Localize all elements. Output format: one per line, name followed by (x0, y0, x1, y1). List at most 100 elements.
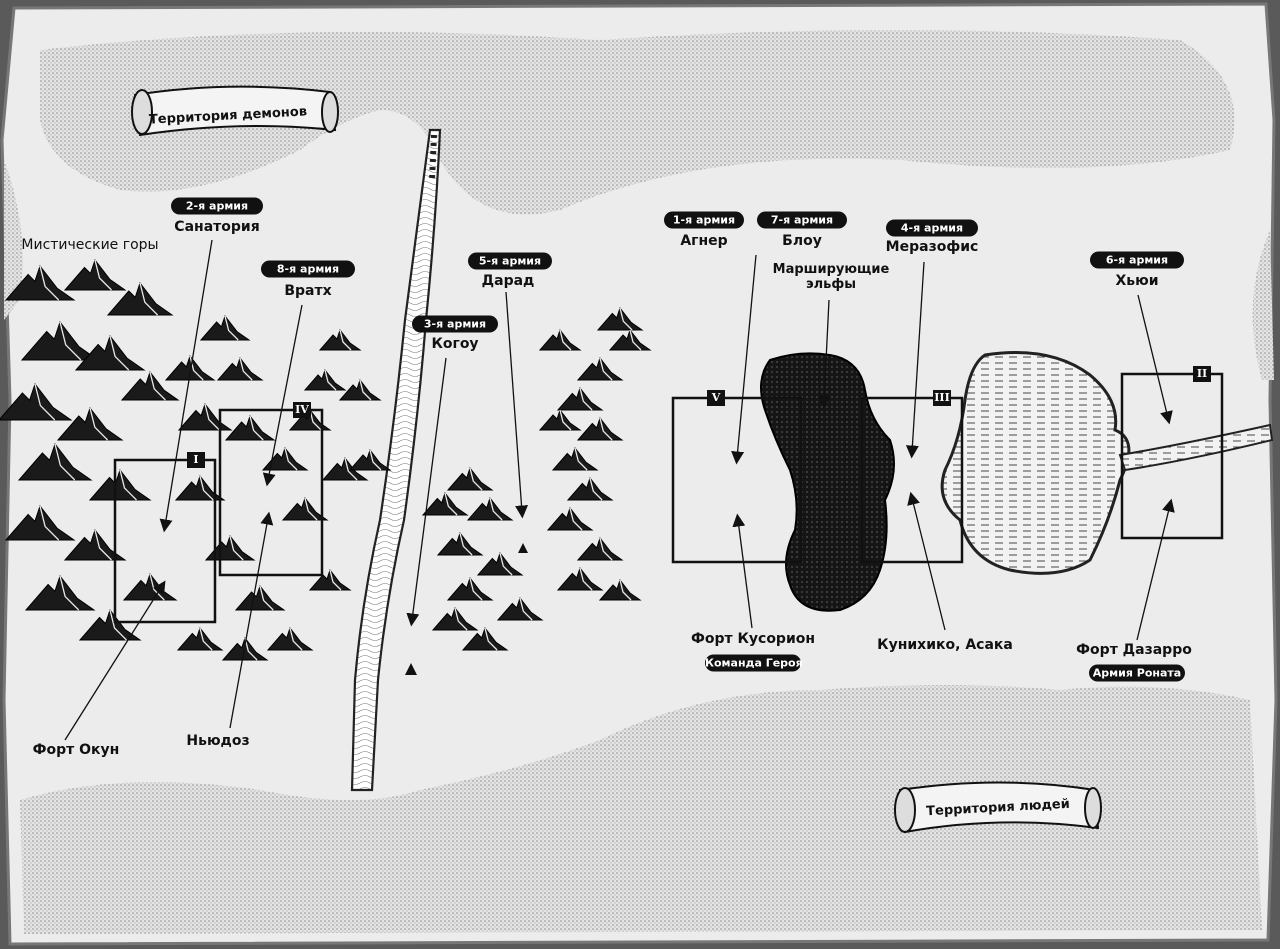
mountain-highlight (574, 447, 588, 471)
arrow-marching-elves (817, 299, 831, 409)
mountain-highlight (189, 355, 204, 381)
mountain-highlight (469, 467, 483, 491)
army-commander: Блоу (782, 232, 822, 249)
mountain-highlight (619, 579, 632, 601)
fort-dazarro-label: Форт Дазарро (1076, 641, 1192, 658)
mountain-highlight (589, 477, 603, 501)
mountain-highlight (39, 265, 60, 301)
battlefield-numeral-v: V (707, 390, 725, 406)
mountain-highlight (579, 567, 593, 591)
nyudoz-label: Ньюдоз (186, 732, 250, 749)
army-commander: Хьюи (1115, 272, 1159, 289)
mountain-highlight (569, 507, 583, 531)
scroll-banner-humans (894, 781, 1102, 834)
marching-elves-label: Марширующие эльфы (772, 262, 890, 292)
mountain-highlight (344, 457, 358, 481)
battlefield-numeral-i: I (187, 452, 205, 468)
mountain-highlight (359, 379, 372, 401)
mountain-highlight (59, 321, 82, 361)
mystic-mountains-label: Мистические горы (21, 236, 159, 253)
mountain-highlight (239, 357, 253, 381)
forest (760, 352, 895, 612)
troop-marker (518, 543, 528, 553)
mountain-highlight (599, 357, 613, 381)
army-badge: 8-я армия (261, 260, 355, 278)
battlefield-box-i (113, 458, 217, 624)
mountain-highlight (519, 597, 533, 621)
army-badge: 4-я армия (886, 219, 978, 237)
arrow-fort-dazarro (1136, 498, 1175, 641)
arrow-kogou (406, 357, 447, 627)
mountain-highlight (309, 409, 322, 431)
mountain-highlight (34, 383, 56, 421)
mountain-highlight (199, 475, 214, 501)
kunihiko-asaka-label: Кунихико, Асака (877, 636, 1013, 653)
mountain-highlight (59, 575, 80, 611)
mountain-highlight (559, 329, 572, 351)
army-commander: Меразофис (885, 238, 979, 255)
mountain-highlight (629, 329, 642, 351)
mountain-highlight (489, 497, 503, 521)
mountain-highlight (119, 469, 137, 501)
fort-okun-label: Форт Окун (32, 741, 120, 758)
battlefield-numeral-ii: II (1193, 366, 1211, 382)
mountain-highlight (579, 387, 593, 411)
mountain-highlight (559, 409, 572, 431)
human-territory-shade (20, 685, 1262, 934)
mountain-highlight (484, 627, 498, 651)
army-commander: Вратх (284, 282, 332, 299)
mountain-highlight (224, 315, 239, 341)
scroll-banner-demons (131, 85, 339, 137)
stream (1118, 423, 1274, 472)
mountain-highlight (109, 609, 127, 641)
army-arrows (64, 239, 1175, 741)
mountain-highlight (229, 535, 244, 561)
mountain-highlight (619, 307, 633, 331)
mountain-highlight (499, 552, 513, 576)
arrow-sanatoria (159, 239, 213, 533)
mountain-highlight (304, 497, 318, 521)
mountain-highlight (249, 415, 264, 441)
mountain-highlight (109, 335, 130, 371)
mountain-highlight (444, 492, 458, 516)
mountain-highlight (454, 607, 468, 631)
mountain-highlight (94, 529, 112, 561)
mountain-highlight (339, 329, 352, 351)
army-badge: 6-я армия (1090, 251, 1184, 269)
corner-shade-left (4, 160, 23, 320)
army-commander: Когоу (431, 335, 479, 352)
mountain-highlight (369, 449, 382, 471)
mountain-highlight (259, 585, 274, 611)
battlefield-box-iv (218, 408, 324, 577)
arrow-fort-okun (64, 580, 166, 741)
demon-territory-shade (40, 30, 1235, 215)
arrow-khyui (1137, 294, 1173, 425)
mountain-highlight (89, 407, 109, 441)
mountain-highlight (149, 371, 166, 401)
fort-kusorion-label: Форт Кусорион (690, 630, 816, 647)
arrow-kunihiko (907, 491, 946, 631)
army-badge: 5-я армия (468, 252, 552, 270)
troop-marker (405, 663, 417, 675)
arrow-nyudoz (229, 511, 274, 729)
army-badge: 7-я армия (757, 211, 847, 229)
arrow-fort-kusorion (732, 513, 753, 629)
army-badge: 3-я армия (412, 315, 498, 333)
mountain-highlight (459, 532, 473, 556)
mountain-highlight (54, 443, 76, 481)
mountain-highlight (289, 627, 303, 651)
corner-shade-right (1252, 230, 1274, 380)
battlefield-box-iii (860, 396, 964, 564)
mountain-highlight (204, 403, 220, 431)
mountain-highlight (469, 577, 483, 601)
arrow-agner (731, 254, 757, 465)
mountain-highlight (599, 417, 613, 441)
lake (940, 351, 1131, 575)
mountain-range (0, 258, 652, 661)
mountain-highlight (39, 505, 60, 541)
mountain-highlight (324, 369, 337, 391)
battlefield-numeral-iv: IV (293, 402, 311, 418)
army-commander: Санатория (174, 218, 260, 235)
